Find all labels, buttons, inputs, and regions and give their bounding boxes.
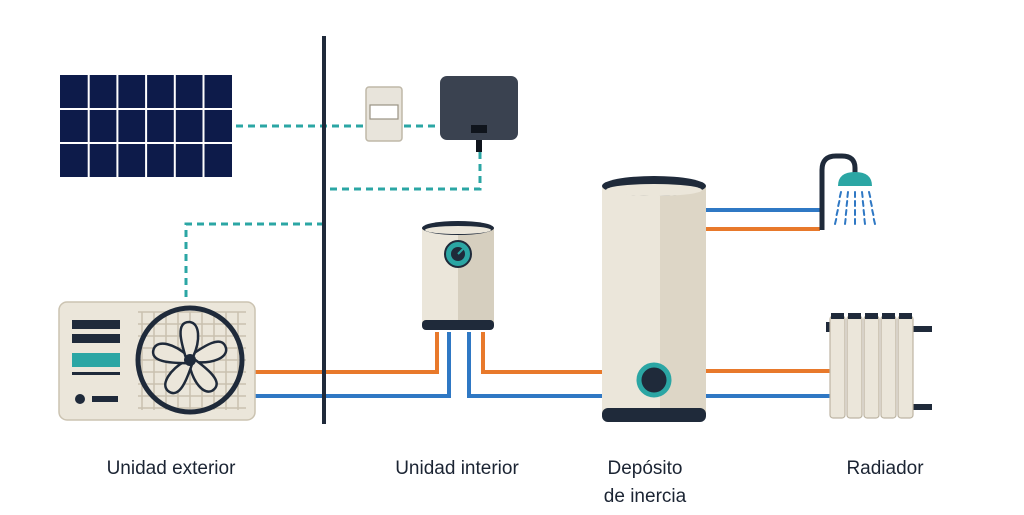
label-buffer-tank-line1: Depósito xyxy=(607,458,683,479)
pipe-network xyxy=(255,208,832,398)
fan-blade xyxy=(179,320,200,361)
dashed-connections xyxy=(184,124,482,300)
label-outdoor-unit: Unidad exterior xyxy=(106,458,236,479)
radiator-column xyxy=(897,315,914,419)
fan-blade xyxy=(188,340,228,364)
solar-panel-icon xyxy=(60,75,232,177)
radiator-column-cap xyxy=(899,313,912,319)
shower-water-drops xyxy=(834,191,876,225)
radiator-column-cap xyxy=(882,313,895,319)
water-drop xyxy=(835,209,839,216)
water-drop xyxy=(844,218,847,225)
cold-pipe-outdoor-to-indoor xyxy=(255,332,451,398)
water-drop xyxy=(844,209,848,216)
water-drop xyxy=(868,191,872,198)
shower-icon xyxy=(819,153,876,230)
fan-blades-icon xyxy=(151,320,228,395)
water-drop xyxy=(861,200,865,207)
radiator-column-cap xyxy=(848,313,861,319)
label-buffer-tank: Depósito de inercia xyxy=(570,455,720,511)
label-buffer-tank-line2: de inercia xyxy=(603,486,687,507)
indoor-unit-tank-icon xyxy=(422,221,494,330)
label-radiator: Radiador xyxy=(846,458,924,479)
radiator-column-cap xyxy=(831,313,844,319)
water-drop xyxy=(862,209,866,216)
radiator-column xyxy=(880,315,897,419)
radiator-column xyxy=(863,315,880,419)
water-drop xyxy=(863,218,866,225)
inverter-icon xyxy=(440,76,518,152)
heat-pump-outdoor-unit-icon xyxy=(58,301,256,421)
water-drop xyxy=(834,218,838,225)
dashed-line-inverter-down xyxy=(324,152,482,191)
water-drop xyxy=(837,200,841,207)
water-drop xyxy=(846,191,849,198)
water-drop xyxy=(861,191,864,198)
water-drop xyxy=(838,191,842,198)
cold-pipe-indoor-to-tank xyxy=(467,332,604,398)
radiator-column-cap xyxy=(865,313,878,319)
radiator-column xyxy=(846,315,863,419)
fan-blade xyxy=(187,357,218,393)
buffer-tank-icon xyxy=(602,176,706,422)
wall-switch-icon xyxy=(365,86,403,142)
hot-pipe-indoor-to-tank xyxy=(481,332,604,374)
water-drop xyxy=(872,218,876,225)
water-drop xyxy=(871,209,875,216)
fan-blade xyxy=(151,342,190,365)
water-drop xyxy=(845,200,849,207)
hot-pipe-outdoor-to-indoor xyxy=(255,332,439,374)
radiator-icon xyxy=(826,313,932,419)
dashed-line-to-outdoor-unit xyxy=(184,222,324,300)
water-drop xyxy=(869,200,873,207)
label-indoor-unit: Unidad interior xyxy=(395,458,519,479)
fan-blade xyxy=(164,359,194,395)
radiator-column xyxy=(829,315,846,419)
